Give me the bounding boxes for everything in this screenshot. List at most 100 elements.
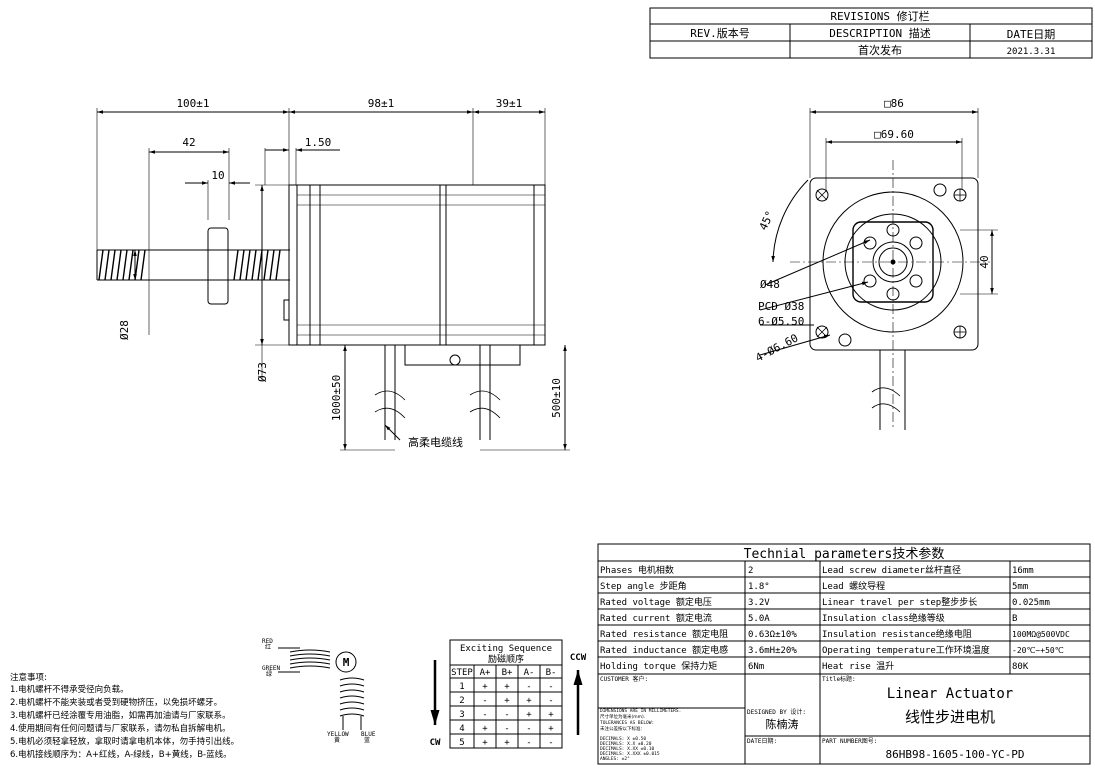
sequence-cell: 4 xyxy=(459,724,464,734)
sequence-title-cn: 励磁顺序 xyxy=(488,653,524,665)
part-label: PART NUMBER图号: xyxy=(822,738,877,745)
sequence-cell: + xyxy=(526,696,532,706)
dim-angle-45: 45° xyxy=(757,209,777,233)
note-item: 3.电机螺杆已经涂覆专用油脂，如需再加油请与厂家联系。 xyxy=(10,710,231,721)
param-value: 100MΩ@500VDC xyxy=(1012,630,1070,639)
side-view xyxy=(96,108,570,451)
param-value: 0.025mm xyxy=(1012,598,1050,608)
param-value: 5mm xyxy=(1012,582,1028,592)
params-table xyxy=(597,543,1091,675)
dim-sq-86: □86 xyxy=(884,97,904,110)
param-value: 1.8° xyxy=(748,582,770,592)
dim-dia-73: Ø73 xyxy=(256,362,269,382)
sequence-table xyxy=(449,639,563,749)
sequence-cell: + xyxy=(526,710,532,720)
customer-label: CUSTOMER 客户: xyxy=(600,675,648,683)
title-label: Title标题: xyxy=(822,675,856,683)
wire-yellow: YELLOW xyxy=(327,731,349,738)
sequence-cell: - xyxy=(504,724,509,734)
dim-42: 42 xyxy=(182,136,195,149)
sequence-header: B- xyxy=(546,668,557,678)
dim-39: 39±1 xyxy=(496,97,523,110)
param-label: Rated voltage 额定电压 xyxy=(600,596,712,608)
sequence-cell: 5 xyxy=(459,738,464,748)
dim-holes-6: 6-Ø5.50 xyxy=(758,315,804,328)
sequence-cell: + xyxy=(482,724,488,734)
sequence-cell: + xyxy=(482,738,488,748)
wire-green-cn: 绿 xyxy=(266,670,272,678)
tolerance-line: ANGLES: ±2° xyxy=(600,756,630,762)
wiring-diagram xyxy=(278,647,365,730)
designer-name: 陈楠涛 xyxy=(766,717,799,731)
designed-label: DESIGNED BY 设计: xyxy=(747,708,806,716)
sequence-cell: - xyxy=(482,696,487,706)
wire-yellow-cn: 黄 xyxy=(334,736,340,744)
sequence-cell: + xyxy=(504,738,510,748)
motor-symbol: M xyxy=(343,656,350,669)
revisions-row-desc: 首次发布 xyxy=(858,43,902,57)
param-label: Operating temperature工作环境温度 xyxy=(822,644,990,656)
note-item: 6.电机接线顺序为：A+红线，A-绿线，B+黄线，B-蓝线。 xyxy=(10,749,232,760)
tolerance-line: 未注公差按以下标准: xyxy=(600,725,642,732)
param-value: -20℃~+50℃ xyxy=(1012,646,1064,655)
sequence-cell: - xyxy=(504,710,509,720)
tolerance-line: DECIMALS: X ±0.50 xyxy=(600,736,646,742)
param-label: Linear travel per step整步步长 xyxy=(822,596,977,608)
dim-98: 98±1 xyxy=(368,97,395,110)
dim-40: 40 xyxy=(978,255,991,268)
sequence-header: A- xyxy=(524,668,535,678)
revisions-table xyxy=(649,7,1093,59)
ccw-label: CCW xyxy=(570,653,587,663)
front-view-crosses xyxy=(816,189,966,338)
revisions-row-date: 2021.3.31 xyxy=(1007,47,1056,57)
notes-title: 注意事项: xyxy=(10,672,47,683)
param-label: Rated resistance 额定电阻 xyxy=(600,628,728,640)
rotation-arrows xyxy=(430,660,583,735)
tolerance-line: 尺寸单位为毫米(mm). xyxy=(600,713,645,720)
part-number: 86HB98-1605-100-YC-PD xyxy=(885,748,1024,761)
sequence-cell: - xyxy=(548,738,553,748)
sequence-cell: - xyxy=(526,682,531,692)
sequence-header: STEP xyxy=(451,668,473,678)
sequence-cell: + xyxy=(504,682,510,692)
dim-100: 100±1 xyxy=(176,97,209,110)
tolerance-line: DECIMALS: X.XX ±0.10 xyxy=(600,746,654,752)
sequence-cell: - xyxy=(548,696,553,706)
params-title: Technial parameters技术参数 xyxy=(744,546,945,562)
title-cn: 线性步进电机 xyxy=(905,708,995,726)
tolerance-line: DECIMALS: X.XXX ±0.015 xyxy=(600,751,660,757)
param-value: B xyxy=(1012,614,1017,624)
sequence-header: B+ xyxy=(502,668,513,678)
param-value: 3.2V xyxy=(748,598,770,608)
title-block xyxy=(597,673,1091,765)
front-view xyxy=(759,108,998,430)
param-value: 80K xyxy=(1012,662,1029,672)
param-label: Insulation class绝缘等级 xyxy=(822,612,945,624)
dim-cable-500: 500±10 xyxy=(550,378,563,418)
sequence-cell: 3 xyxy=(459,710,464,720)
sequence-cell: + xyxy=(482,682,488,692)
param-label: Rated current 额定电流 xyxy=(600,612,712,624)
param-value: 2 xyxy=(748,566,753,576)
dim-10: 10 xyxy=(211,169,224,182)
dim-sq-69: □69.60 xyxy=(874,128,914,141)
dim-dia-28: Ø28 xyxy=(118,320,131,340)
cw-label: CW xyxy=(430,738,441,748)
param-value: 6Nm xyxy=(748,662,764,672)
param-label: Heat rise 温升 xyxy=(822,661,894,672)
note-item: 4.使用期间有任何问题请与厂家联系，请勿私自拆解电机。 xyxy=(10,723,231,734)
note-item: 1.电机螺杆不得承受径向负载。 xyxy=(10,684,129,695)
param-label: Lead screw diameter丝杆直径 xyxy=(822,564,961,576)
tolerance-line: DECIMALS: X.X ±0.20 xyxy=(600,741,652,747)
note-item: 2.电机螺杆不能夹装或者受到硬物挤压，以免损坏螺牙。 xyxy=(10,697,222,708)
tolerance-line: DIMENSIONS ARE IN MILLIMETERS. xyxy=(600,708,681,714)
revisions-col-date: DATE日期 xyxy=(1007,28,1056,41)
param-value: 0.63Ω±10% xyxy=(748,630,797,640)
sequence-cell: - xyxy=(526,738,531,748)
dim-holes-4: 4-Ø6.60 xyxy=(753,331,800,364)
param-value: 16mm xyxy=(1012,566,1034,576)
sequence-header: A+ xyxy=(480,668,491,678)
sequence-title: Exciting Sequence xyxy=(460,644,552,654)
note-item: 5.电机必须轻拿轻放，拿取时请拿电机本体，勿手持引出线。 xyxy=(10,736,239,747)
